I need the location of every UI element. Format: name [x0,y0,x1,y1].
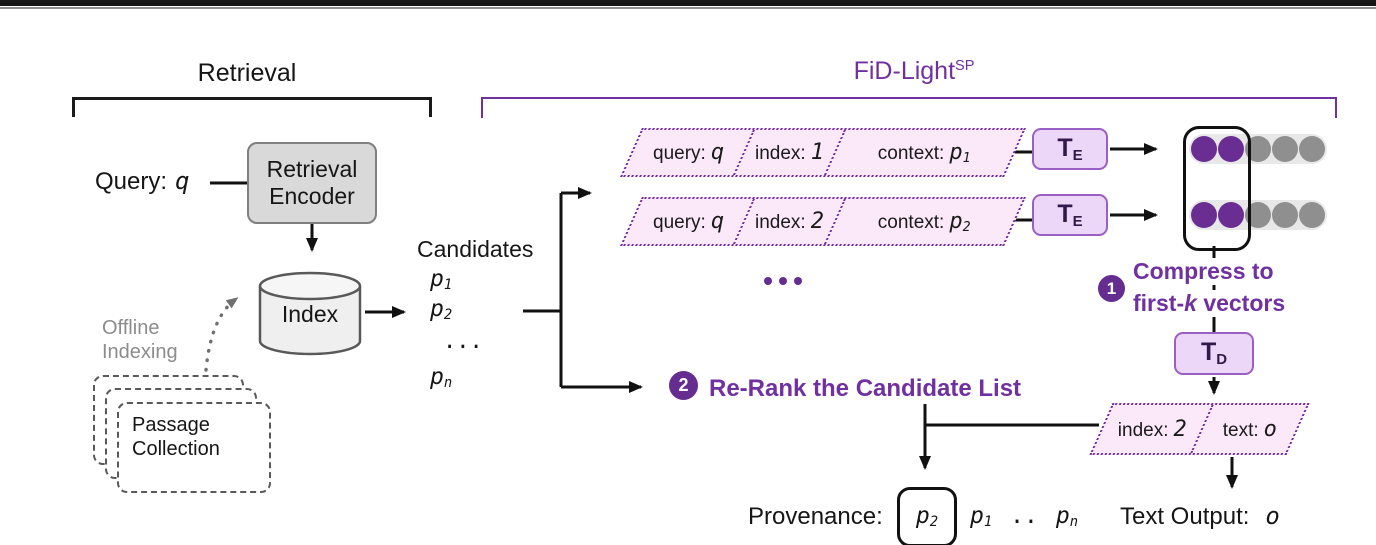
step1-text-line2: first-k vectors [1131,290,1288,317]
output-row: index:2 text:o [1089,403,1310,455]
page-top-rule-thick [0,0,1376,6]
row1-index-var: 1 [811,140,825,165]
query-label: Query: [95,168,168,195]
row1-query-var: q [710,140,724,165]
page-top-rule-thin [0,7,1376,9]
retrieval-section-title: Retrieval [197,59,297,87]
candidate-p2: p2 [430,296,453,324]
transformer-encoder-box-2: TE [1032,194,1108,236]
provenance-item-pn: pn [1055,503,1079,531]
fidlight-title-superscript: SP [955,58,975,75]
step1-badge: 1 [1098,275,1125,302]
first-k-selection-rect [1183,126,1251,251]
output-text-cell: text:o [1190,405,1307,453]
query-text: Query: q [95,167,189,196]
vector-dot-gray [1272,202,1298,228]
text-output-var: o [1265,502,1280,530]
step1-text-line1: Compress to [1131,258,1276,285]
row2-index-var: 2 [811,209,825,234]
query-variable: q [175,167,190,195]
passage-collection-label: Passage Collection [132,413,220,461]
output-index-var: 2 [1173,416,1187,442]
text-output-label: Text Output: [1120,503,1250,530]
retrieval-encoder-box: Retrieval Encoder [247,142,377,224]
retrieval-section-bracket [72,97,432,117]
provenance-rest-list: p1 .. pn [970,503,1078,530]
index-cylinder [258,271,362,356]
offline-label-line2: Indexing [102,341,178,363]
vector-dot-gray [1299,136,1325,162]
offline-indexing-label: Offline Indexing [102,316,178,364]
passage-collection-box-front [117,402,271,493]
candidates-label: Candidates [417,236,534,262]
offline-indexing-dotted-arrow [204,297,239,372]
candidate-pn: pn [430,364,453,392]
index-label: Index [281,301,339,327]
more-rows-ellipsis-icon [764,277,802,285]
text-output: Text Output: o [1120,502,1280,531]
input-row2-context-cell: context:p2 [824,199,1024,244]
offline-label-line1: Offline [102,317,160,339]
vector-strip-row2 [1189,200,1327,230]
step2-text: Re-Rank the Candidate List [709,375,1022,402]
encoder-label-line2: Encoder [269,183,355,209]
transformer-encoder-box-1: TE [1032,128,1108,170]
input-row1-context-cell: context:p1 [824,130,1024,175]
provenance-top-passage-box: p2 [897,487,957,545]
row2-query-var: q [710,209,724,234]
input-row1-query-cell: query:q [652,140,724,165]
provenance-item-p1: p1 [970,503,993,531]
input-row-2: query:q index:2 context:p2 [620,197,1026,246]
vector-dot-gray [1272,136,1298,162]
step1-k-variable: k [1184,290,1197,316]
encoder-label-line1: Retrieval [266,156,358,182]
passage-label-line1: Passage [132,414,210,436]
input-row2-query-cell: query:q [652,209,724,234]
passage-label-line2: Collection [132,438,220,460]
vector-dot-purple [1218,202,1244,228]
input-row-1: query:q index:1 context:p1 [620,128,1026,177]
fidlight-section-bracket [481,97,1337,118]
row1-context-var: p1 [949,139,972,166]
candidates-ellipsis: ... [443,329,483,354]
vector-dot-gray [1299,202,1325,228]
step2-badge: 2 [669,371,698,400]
vector-dot-purple [1191,202,1217,228]
provenance-dots: .. [1010,503,1038,529]
row2-context-var: p2 [949,208,972,235]
provenance-label: Provenance: [748,503,883,530]
transformer-decoder-box: TD [1174,332,1254,375]
output-text-var: o [1263,416,1277,442]
provenance-boxed-var: p2 [915,503,939,531]
candidate-p1: p1 [430,266,453,294]
fidlight-section-title: FiD-LightSP [853,57,975,85]
